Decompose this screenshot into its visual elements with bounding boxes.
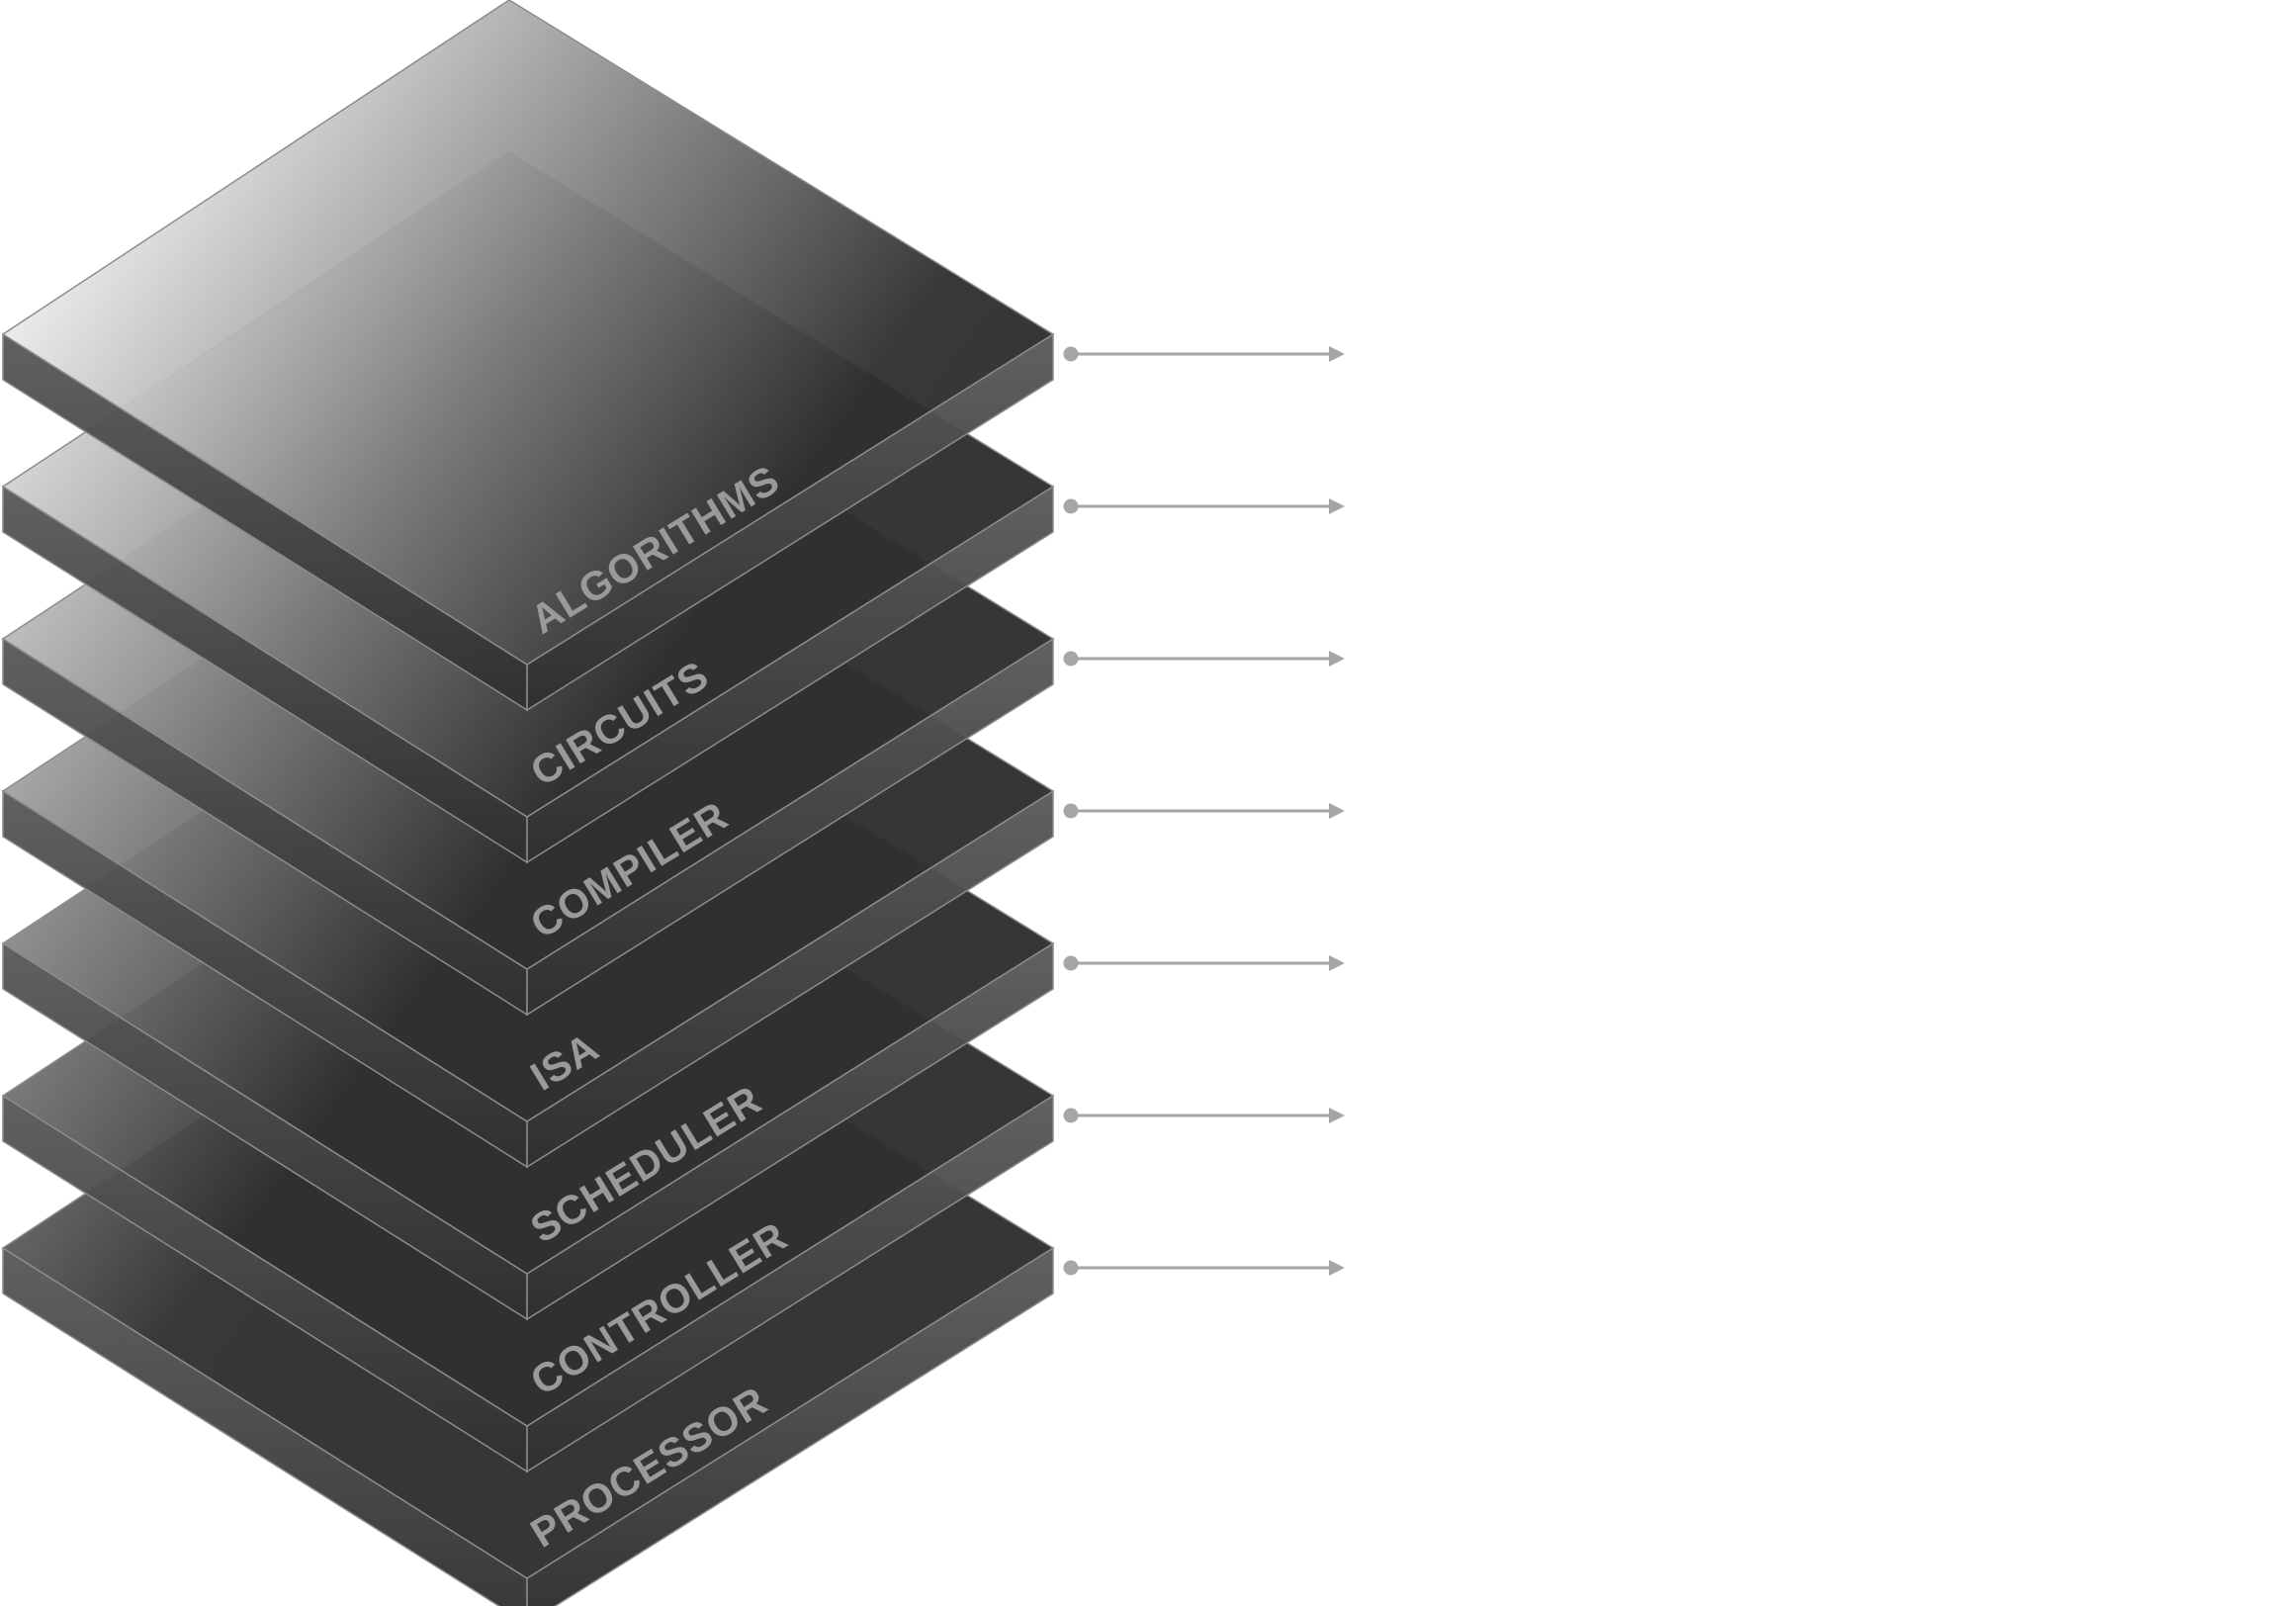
arrowhead-icon xyxy=(1329,1108,1345,1123)
layer-connectors xyxy=(1063,346,1345,1276)
arrowhead-icon xyxy=(1329,651,1345,667)
layer-slab: ALGORITHMS xyxy=(1,0,1055,712)
arrowhead-icon xyxy=(1329,955,1345,971)
layer-connector-arrow xyxy=(1063,346,1345,362)
layer-connector-arrow xyxy=(1063,1260,1345,1276)
arrowhead-icon xyxy=(1329,498,1345,514)
arrowhead-icon xyxy=(1329,346,1345,362)
layer-connector-arrow xyxy=(1063,955,1345,971)
layer-connector-arrow xyxy=(1063,651,1345,667)
arrowhead-icon xyxy=(1329,1260,1345,1276)
layer-slabs: PROCESSORCONTROLLERSCHEDULERISACOMPILERC… xyxy=(1,0,1055,1606)
layer-connector-arrow xyxy=(1063,803,1345,819)
slab-top-face xyxy=(1,0,1055,666)
layer-connector-arrow xyxy=(1063,1108,1345,1123)
arrowhead-icon xyxy=(1329,803,1345,819)
layer-connector-arrow xyxy=(1063,498,1345,514)
